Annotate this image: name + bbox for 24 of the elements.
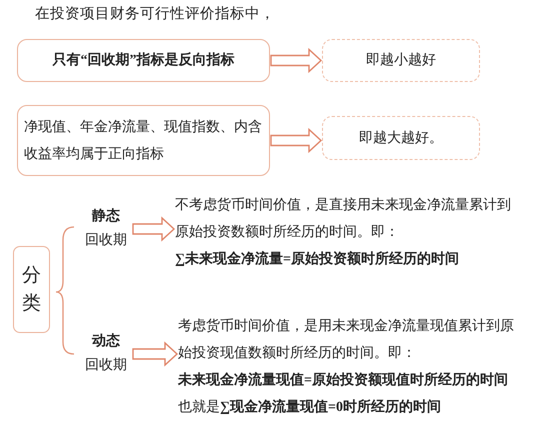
description-text: 不考虑货币时间价值，是直接用未来现金净流量累计到原始投资数额时所经历的时间。即： [175,196,512,242]
result-box [322,116,480,160]
result-text: 即越大越好。 [359,130,443,148]
term-text: 回收期 [85,356,127,375]
category-text: 分类 [22,264,41,316]
term-heading: 静态 [92,207,120,226]
term-text: 回收期 [85,232,127,250]
indicator-text: 净现值、年金净流量、现值指数、内含收益率均属于正向指标 [24,118,263,164]
formula-text: 也就是∑现金净流量现值=0时所经历的时间 [178,398,441,417]
block-arrow [270,128,322,154]
block-arrow [132,216,176,242]
formula-text: ∑未来现金净流量=原始投资额时所经历的时间 [175,250,459,269]
formula-text: 未来现金净流量现值=原始投资额现值时所经历的时间 [178,370,508,390]
term-heading: 动态 [92,332,120,351]
indicator-box [17,39,270,82]
description-text: 考虑货币时间价值，是用未来现金净流量现值累计到原始投资现值数额时所经历的时间。即： [178,317,515,363]
block-arrow [270,48,322,74]
title-text: 在投资项目财务可行性评价指标中， [35,5,275,24]
result-text: 即越小越好 [366,52,436,70]
category-box [13,246,50,333]
block-arrow [132,341,178,367]
indicator-text: 只有“回收期”指标是反向指标 [52,51,234,70]
indicator-box [17,105,270,176]
result-box [322,39,480,82]
